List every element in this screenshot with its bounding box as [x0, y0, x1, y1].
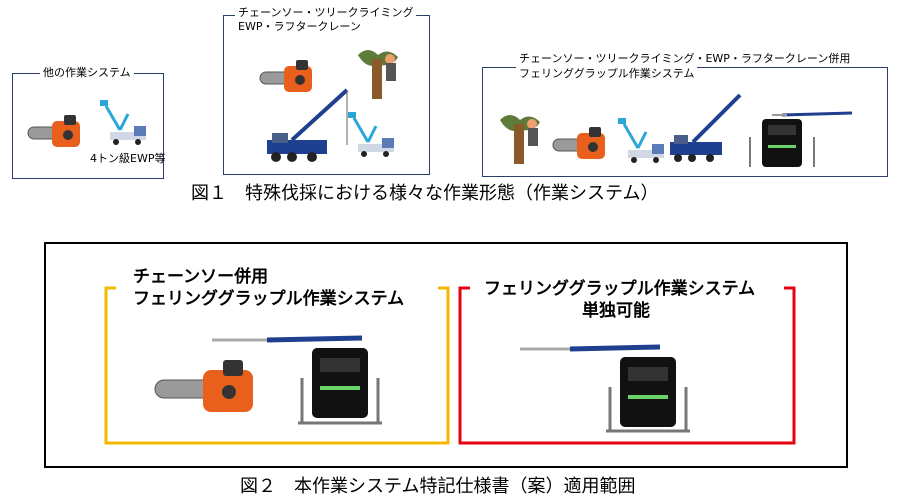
figure1-caption: 図１ 特殊伐採における様々な作業形態（作業システム）: [191, 183, 659, 204]
label-felling-grapple-system-left: フェリンググラップル作業システム: [133, 289, 405, 309]
label-chainsaw-tree-climbing: チェーンソー・ツリークライミング: [235, 6, 417, 19]
felling-grapple-truck-icon: [749, 111, 853, 167]
label-combined-systems: チェーンソー・ツリークライミング・EWP・ラフタークレーン併用: [516, 52, 854, 65]
label-standalone-possible: 単独可能: [582, 301, 650, 321]
figure2-frame: [44, 242, 848, 468]
chainsaw-icon: [154, 360, 253, 412]
chainsaw-icon: [552, 127, 605, 159]
ewp-truck-icon: [100, 100, 146, 145]
label-other-systems: 他の作業システム: [40, 66, 134, 79]
chainsaw-icon: [27, 115, 80, 147]
chainsaw-icon: [259, 60, 312, 92]
label-felling-grapple-system-right: フェリンググラップル作業システム: [484, 279, 756, 299]
rough-terrain-crane-icon: [267, 88, 349, 162]
label-felling-grapple-system: フェリンググラップル作業システム: [516, 67, 698, 80]
tree-climber-icon: [500, 115, 540, 164]
felling-grapple-truck-icon: [520, 344, 690, 433]
figure2-caption: 図２ 本作業システム特記仕様書（案）適用範囲: [240, 476, 636, 497]
felling-grapple-truck-icon: [212, 335, 382, 425]
tree-climber-icon: [358, 50, 398, 99]
ewp-truck-icon: [348, 112, 394, 157]
right-red-bracket: [458, 286, 796, 445]
label-4ton-ewp: 4トン級EWP等: [90, 152, 166, 165]
label-ewp-rough-crane: EWP・ラフタークレーン: [235, 20, 364, 33]
rough-terrain-crane-icon: [670, 93, 742, 162]
label-chainsaw-combined: チェーンソー併用: [133, 267, 269, 287]
left-yellow-bracket: [104, 286, 450, 445]
ewp-truck-icon: [618, 118, 664, 163]
